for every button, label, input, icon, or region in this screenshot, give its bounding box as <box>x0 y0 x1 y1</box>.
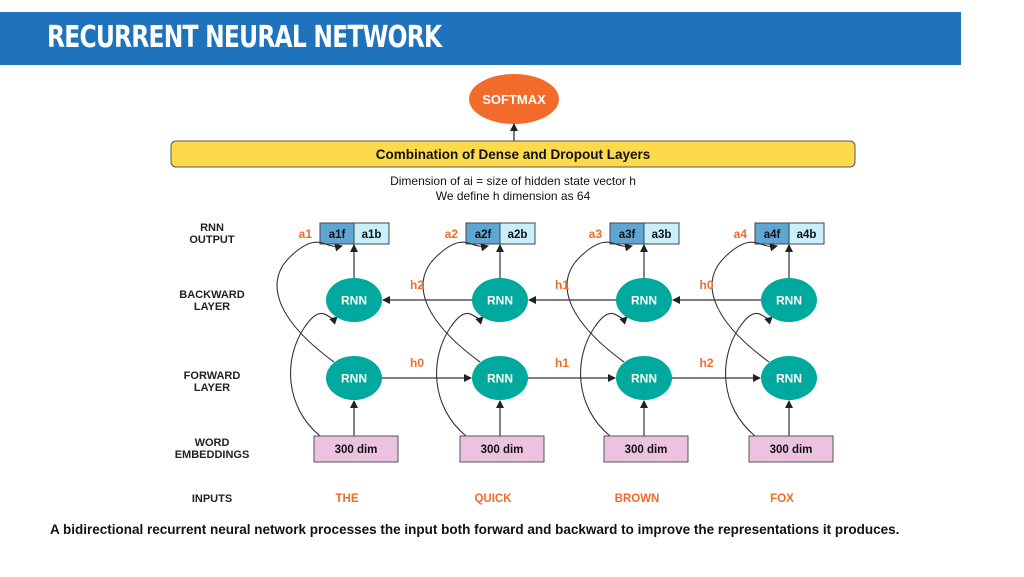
row-label-inputs: INPUTS <box>192 493 232 505</box>
dense-dropout-label: Combination of Dense and Dropout Layers <box>376 147 651 162</box>
backward-hidden-label: h1 <box>555 278 569 292</box>
output-name-label: a4 <box>734 227 748 241</box>
forward-to-output-curve <box>276 241 343 363</box>
output-name-label: a3 <box>589 227 603 241</box>
forward-rnn-label: RNN <box>487 372 513 386</box>
output-backward-label: a2b <box>508 229 528 241</box>
output-backward-cell <box>353 222 390 245</box>
output-forward-label: a4f <box>764 229 781 241</box>
embedding-to-backward-curve <box>290 313 338 437</box>
word-embedding-box <box>748 435 834 463</box>
input-word: THE <box>336 493 359 505</box>
forward-hidden-label: h0 <box>410 356 424 370</box>
input-word: FOX <box>770 493 794 505</box>
forward-rnn-node <box>472 356 528 400</box>
forward-rnn-label: RNN <box>341 372 367 386</box>
forward-rnn-label: RNN <box>776 372 802 386</box>
forward-rnn-label: RNN <box>631 372 657 386</box>
word-embedding-label: 300 dim <box>335 444 378 456</box>
backward-rnn-label: RNN <box>776 294 802 308</box>
backward-hidden-label: h2 <box>410 278 424 292</box>
input-word: BROWN <box>615 493 660 505</box>
forward-rnn-node <box>326 356 382 400</box>
output-backward-label: a4b <box>797 229 817 241</box>
output-forward-label: a2f <box>475 229 492 241</box>
word-embedding-label: 300 dim <box>770 444 813 456</box>
output-backward-label: a1b <box>362 229 382 241</box>
backward-rnn-label: RNN <box>341 294 367 308</box>
figure-caption: A bidirectional recurrent neural network… <box>50 522 900 537</box>
forward-rnn-node <box>761 356 817 400</box>
row-label-embeddings-2: EMBEDDINGS <box>175 449 250 461</box>
word-embedding-box <box>459 435 545 463</box>
forward-rnn-node <box>616 356 672 400</box>
backward-rnn-label: RNN <box>487 294 513 308</box>
embedding-to-backward-curve <box>580 313 628 437</box>
output-backward-cell <box>788 222 825 245</box>
forward-hidden-label: h2 <box>699 356 713 370</box>
dense-dropout-layer <box>170 140 856 168</box>
output-backward-cell <box>643 222 680 245</box>
row-label-rnn-output-1: RNN <box>200 222 224 234</box>
dimension-note-line1: Dimension of ai = size of hidden state v… <box>390 174 636 188</box>
forward-to-output-curve <box>566 241 633 363</box>
softmax-node <box>469 74 559 124</box>
row-label-forward-1: FORWARD <box>184 370 241 382</box>
backward-rnn-label: RNN <box>631 294 657 308</box>
embedding-to-backward-curve <box>436 313 484 437</box>
backward-rnn-node <box>761 278 817 322</box>
header-bar: RECURRENT NEURAL NETWORK <box>0 12 961 65</box>
backward-rnn-node <box>326 278 382 322</box>
row-label-rnn-output-2: OUTPUT <box>189 234 235 246</box>
row-label-forward-2: LAYER <box>194 382 230 394</box>
word-embedding-box <box>603 435 689 463</box>
forward-to-output-curve <box>711 241 778 363</box>
softmax-label: SOFTMAX <box>482 92 546 107</box>
output-forward-label: a1f <box>329 229 346 241</box>
input-word: QUICK <box>474 493 512 505</box>
output-forward-label: a3f <box>619 229 636 241</box>
word-embedding-label: 300 dim <box>481 444 524 456</box>
row-label-backward-2: LAYER <box>194 301 230 313</box>
backward-rnn-node <box>472 278 528 322</box>
output-backward-label: a3b <box>652 229 672 241</box>
dimension-note-line2: We define h dimension as 64 <box>436 189 591 203</box>
output-name-label: a1 <box>299 227 313 241</box>
word-embedding-box <box>313 435 399 463</box>
forward-to-output-curve <box>422 241 489 363</box>
row-label-embeddings-1: WORD <box>195 437 230 449</box>
backward-rnn-node <box>616 278 672 322</box>
backward-hidden-label: h0 <box>699 278 713 292</box>
page-title: RECURRENT NEURAL NETWORK <box>47 20 442 55</box>
row-label-backward-1: BACKWARD <box>179 289 244 301</box>
forward-hidden-label: h1 <box>555 356 569 370</box>
embedding-to-backward-curve <box>725 313 773 437</box>
output-name-label: a2 <box>445 227 459 241</box>
word-embedding-label: 300 dim <box>625 444 668 456</box>
output-backward-cell <box>499 222 536 245</box>
